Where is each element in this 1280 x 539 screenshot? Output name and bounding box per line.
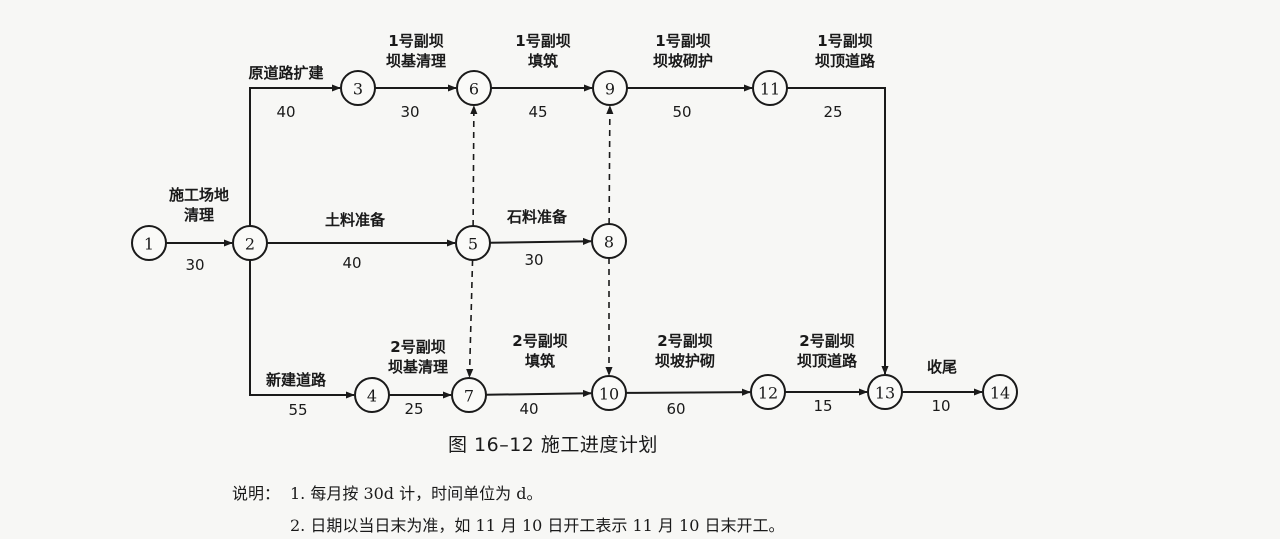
activity-name-6-9: 1号副坝填筑	[515, 32, 570, 70]
activity-duration-10-12: 60	[666, 400, 685, 418]
node-label-1: 1	[144, 235, 154, 254]
node-3: 3	[340, 70, 376, 106]
node-label-10: 10	[599, 385, 619, 404]
activity-duration-7-10: 40	[519, 400, 538, 418]
figure-caption: 图 16–12 施工进度计划	[448, 434, 658, 456]
node-label-3: 3	[353, 80, 363, 99]
node-label-6: 6	[469, 80, 479, 99]
node-14: 14	[982, 374, 1018, 410]
activity-duration-13-14: 10	[931, 397, 950, 415]
activity-arrow-10-12	[625, 388, 751, 396]
node-13: 13	[867, 374, 903, 410]
activity-name-3-6: 1号副坝坝基清理	[386, 32, 446, 70]
node-4: 4	[354, 377, 390, 413]
activity-name-10-12: 2号副坝坝坡护砌	[655, 332, 715, 370]
activity-name-13-14: 收尾	[927, 358, 957, 376]
activity-duration-6-9: 45	[528, 103, 547, 121]
node-12: 12	[750, 374, 786, 410]
activity-name-4-7: 2号副坝坝基清理	[388, 338, 448, 376]
activity-name-2-5: 土料准备	[325, 211, 386, 229]
node-label-2: 2	[245, 235, 255, 254]
dummy-arrow-5-6	[470, 105, 478, 227]
activity-duration-5-8: 30	[524, 251, 543, 269]
node-11: 11	[752, 70, 788, 106]
node-label-13: 13	[875, 384, 895, 403]
dummy-arrow-5-7	[466, 259, 474, 378]
node-label-7: 7	[464, 387, 474, 406]
activity-name-5-8: 石料准备	[506, 208, 568, 226]
activity-name-1-2: 施工场地清理	[169, 186, 229, 224]
activity-name-7-10: 2号副坝填筑	[512, 332, 567, 370]
activity-arrow-2-3	[249, 84, 341, 226]
node-1: 1	[131, 225, 167, 261]
activity-name-2-3: 原道路扩建	[248, 64, 324, 82]
node-label-14: 14	[990, 384, 1010, 403]
node-label-9: 9	[605, 80, 615, 99]
node-label-5: 5	[468, 235, 478, 254]
node-label-8: 8	[604, 233, 614, 252]
activity-name-9-11: 1号副坝坝坡砌护	[653, 32, 713, 70]
node-label-4: 4	[367, 387, 377, 406]
activity-duration-9-11: 50	[672, 103, 691, 121]
node-9: 9	[592, 70, 628, 106]
node-label-12: 12	[758, 384, 778, 403]
node-label-11: 11	[760, 80, 780, 99]
activity-duration-11-13: 25	[823, 103, 842, 121]
activity-duration-12-13: 15	[813, 397, 832, 415]
activity-duration-3-6: 30	[400, 103, 419, 121]
node-10: 10	[591, 375, 627, 411]
activity-arrow-2-4	[249, 260, 355, 399]
activity-duration-4-7: 25	[404, 400, 423, 418]
node-2: 2	[232, 225, 268, 261]
activity-duration-2-5: 40	[342, 254, 361, 272]
node-7: 7	[451, 377, 487, 413]
note-line-1: 1. 每月按 30d 计，时间单位为 d。	[290, 484, 543, 503]
note-line-2: 2. 日期以当日末为准，如 11 月 10 日开工表示 11 月 10 日末开工…	[290, 516, 785, 535]
activity-arrow-7-10	[485, 389, 592, 397]
activity-name-12-13: 2号副坝坝顶道路	[797, 332, 858, 370]
activity-arrow-5-8	[489, 237, 592, 245]
activity-arrow-11-13	[787, 87, 889, 375]
node-5: 5	[455, 225, 491, 261]
note-prefix: 说明：	[232, 484, 281, 503]
activity-duration-1-2: 30	[185, 256, 204, 274]
activity-duration-2-3: 40	[276, 103, 295, 121]
activity-name-2-4: 新建道路	[266, 371, 327, 389]
dummy-arrow-8-9	[606, 105, 614, 225]
node-6: 6	[456, 70, 492, 106]
activity-name-11-13: 1号副坝坝顶道路	[815, 32, 876, 70]
activity-duration-2-4: 55	[288, 401, 307, 419]
node-8: 8	[591, 223, 627, 259]
